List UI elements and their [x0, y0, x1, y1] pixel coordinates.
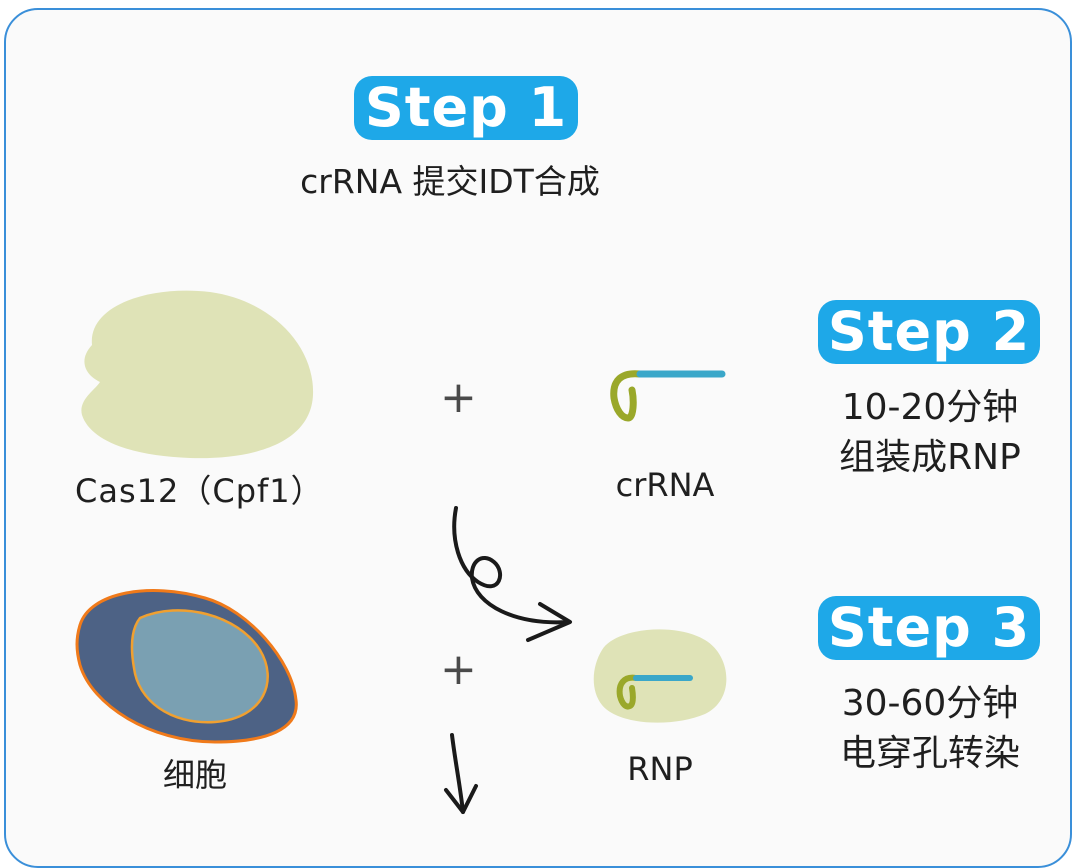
down-arrow-icon	[444, 733, 478, 814]
cell-label: 细胞	[162, 756, 227, 794]
rnp-icon	[593, 629, 727, 723]
cas12-label: Cas12（Cpf1）	[75, 472, 324, 510]
crrna-icon	[610, 370, 726, 422]
diagram-shapes	[75, 290, 727, 814]
step-2-line-1: 10-20分钟	[841, 387, 1019, 428]
cell-icon	[75, 589, 298, 744]
plus-sign-bottom: +	[440, 644, 477, 695]
step-1-badge: Step 1	[354, 76, 578, 140]
step-2-line-2: 组装成RNP	[839, 437, 1021, 478]
step-2-badge: Step 2	[818, 300, 1040, 364]
crrna-label: crRNA	[615, 466, 715, 504]
plus-sign-top: +	[440, 372, 477, 423]
cas12-protein-shape	[81, 290, 314, 459]
step-3-badge: Step 3	[818, 596, 1040, 660]
rnp-label: RNP	[627, 750, 693, 788]
step-1-caption: crRNA 提交IDT合成	[300, 162, 600, 201]
curly-arrow-icon	[452, 506, 572, 642]
step-3-line-2: 电穿孔转染	[839, 733, 1020, 774]
step-3-line-1: 30-60分钟	[841, 683, 1019, 724]
